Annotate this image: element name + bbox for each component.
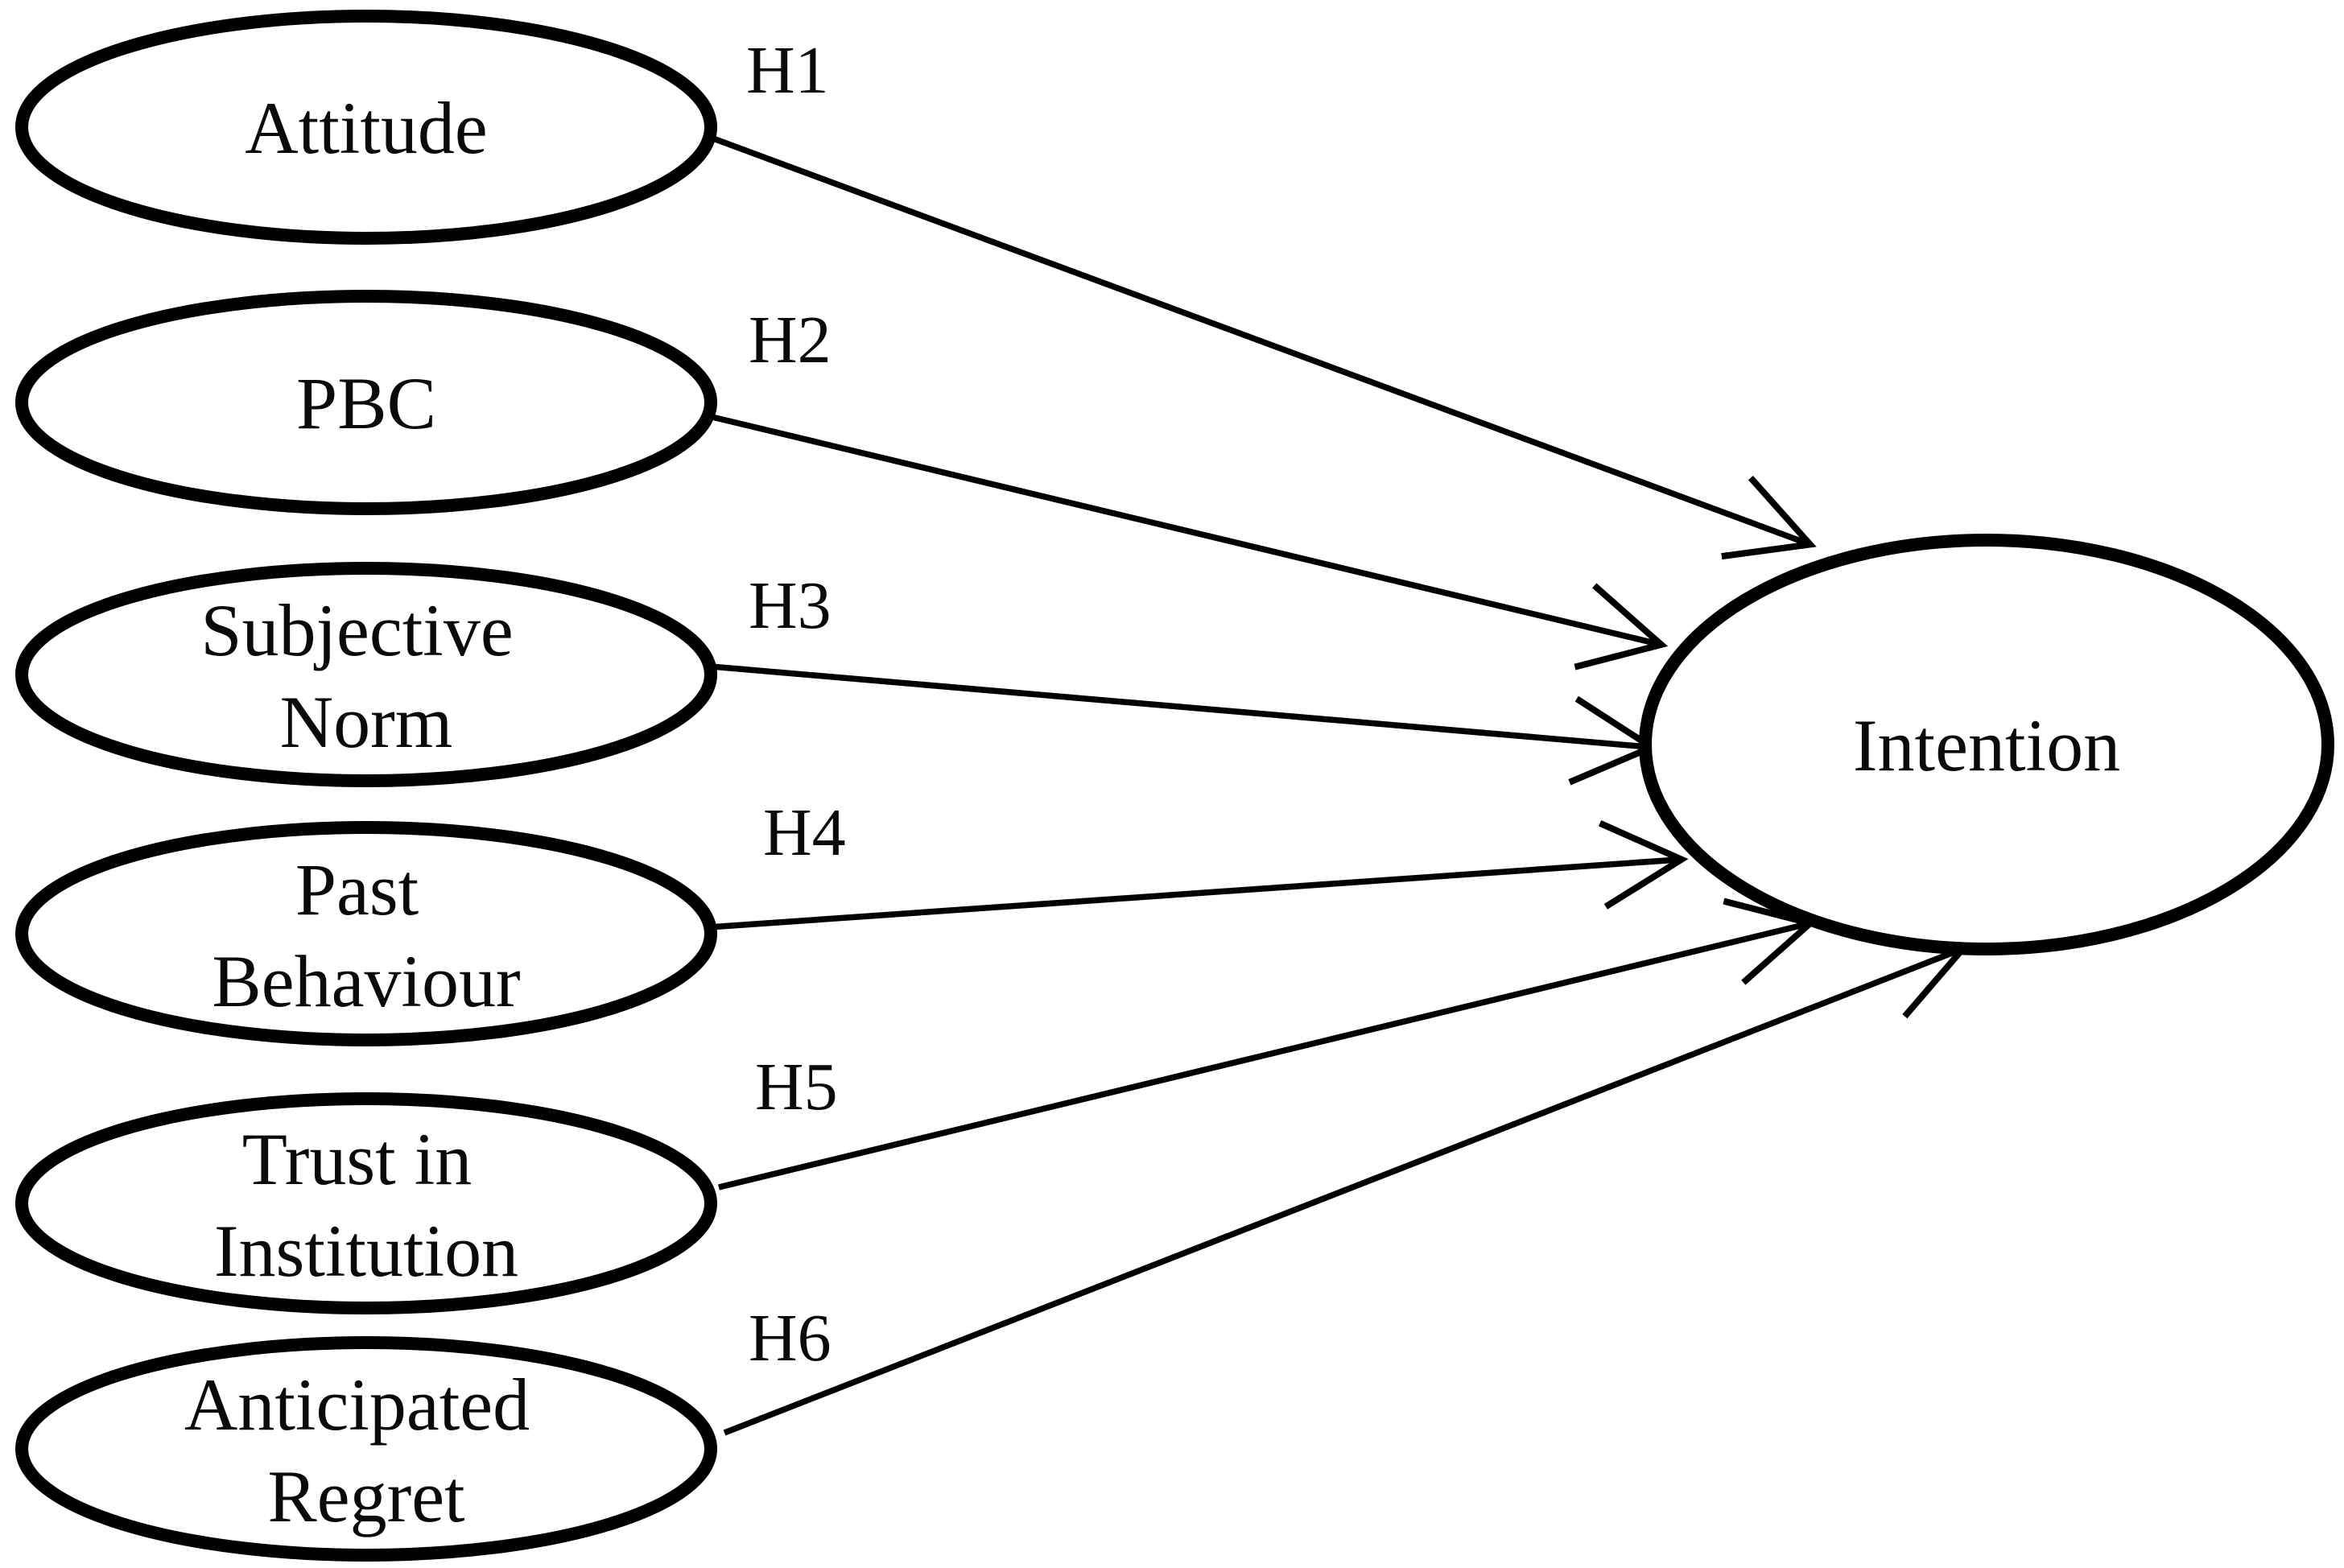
arrow-h2: H2 [701, 303, 1669, 671]
node-pbc-ellipse [15, 290, 717, 515]
node-trust-in-institution-label: Trust in Institution [214, 1118, 518, 1292]
hypothesis-label-h5: H5 [755, 1050, 838, 1124]
arrow-h3: H3 [710, 568, 1659, 786]
hypothesis-label-h3: H3 [749, 568, 832, 643]
node-pbc-label: PBC [296, 362, 436, 444]
arrow-h2-line [701, 411, 1669, 671]
node-attitude-label: Attitude [245, 87, 488, 169]
arrow-h4-line [708, 820, 1689, 930]
node-past-behaviour-ellipse [15, 821, 717, 1046]
node-intention-ellipse [1639, 534, 2334, 955]
node-intention: Intention [1639, 534, 2334, 955]
node-subjective-norm: Subjective Norm [15, 562, 717, 787]
node-past-behaviour-label: Past Behaviour [212, 848, 520, 1022]
node-attitude: Attitude [15, 10, 717, 245]
node-attitude-ellipse [15, 10, 717, 245]
node-subjective-norm-label: Subjective Norm [200, 589, 531, 763]
node-trust-in-institution: Trust in Institution [15, 1092, 717, 1314]
arrow-h5: H5 [718, 897, 1818, 1190]
hypothesis-label-h6: H6 [749, 1301, 832, 1376]
hypothesis-label-h2: H2 [749, 303, 832, 378]
arrow-h3-line [710, 663, 1659, 786]
node-pbc: PBC [15, 290, 717, 515]
arrow-h1-line [703, 132, 1817, 560]
node-anticipated-regret-label: Anticipated Regret [184, 1364, 548, 1537]
node-past-behaviour: Past Behaviour [15, 821, 717, 1046]
node-subjective-norm-ellipse [15, 562, 717, 787]
arrow-h1: H1 [703, 33, 1817, 560]
arrow-h5-line [718, 897, 1818, 1190]
node-anticipated-regret-ellipse [15, 1336, 717, 1562]
node-anticipated-regret: Anticipated Regret [15, 1336, 717, 1562]
arrow-h6-line [723, 935, 1970, 1436]
arrow-h6: H6 [723, 935, 1970, 1436]
hypothesis-label-h4: H4 [763, 795, 846, 870]
hypothesis-label-h1: H1 [746, 33, 829, 108]
node-intention-label: Intention [1853, 704, 2120, 786]
node-trust-in-institution-ellipse [15, 1092, 717, 1314]
arrow-h4: H4 [708, 795, 1689, 930]
